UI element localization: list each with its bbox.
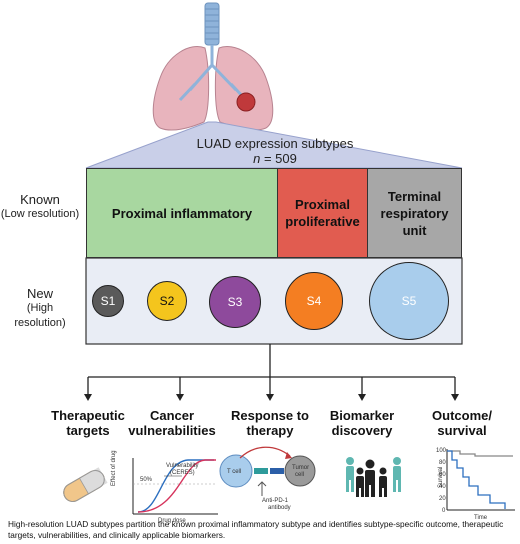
outcome-response-line2: therapy <box>246 423 294 438</box>
arrowhead-therapeutic <box>84 394 92 401</box>
left-lung-icon <box>152 46 210 131</box>
subtype-tru-line1: Terminal <box>387 188 442 204</box>
tumor-label-2: cell <box>295 472 304 478</box>
subtype-proximal-inflammatory-label: Proximal inflammatory <box>111 205 253 221</box>
known-label: Known <box>20 192 60 207</box>
subtype-tru-line2: respiratory <box>380 205 449 221</box>
lung-illustration <box>152 2 274 131</box>
dose-xlabel: Drug dose <box>158 518 186 524</box>
outcome-cancer-vulnerabilities: Cancer vulnerabilities <box>124 408 220 438</box>
subtype-s5-circle: S5 <box>369 262 449 340</box>
subtype-tru-line3: unit <box>402 222 427 238</box>
subtypes-title-line: LUAD expression subtypes <box>196 136 354 151</box>
subtype-proximal-proliferative-line1: Proximal <box>295 197 350 212</box>
subtypes-count: n = 509 <box>150 151 400 166</box>
subtype-s3-circle: S3 <box>209 276 261 328</box>
outcome-response-line1: Response to <box>230 408 309 423</box>
outcome-survival: Outcome/ survival <box>414 408 510 438</box>
outcome-survival-line2: survival <box>437 423 487 438</box>
outcome-biomarker-line2: discovery <box>331 423 393 438</box>
tumor-icon <box>236 92 256 112</box>
arrowhead-response <box>266 394 274 401</box>
n-symbol: n <box>253 151 261 166</box>
subtype-s3-label: S3 <box>227 295 243 309</box>
subtype-s1-circle: S1 <box>92 285 124 317</box>
known-sublabel: (Low resolution) <box>0 208 80 220</box>
outcome-cancer-line1: Cancer <box>149 408 195 423</box>
arrowhead-cancer <box>176 394 184 401</box>
dose-tick: 50% <box>140 477 153 483</box>
subtype-s2-circle: S2 <box>147 281 187 321</box>
subtype-s2-label: S2 <box>159 294 175 308</box>
survival-tick-80: 80 <box>439 460 446 466</box>
outcome-therapeutic-line2: targets <box>66 423 110 438</box>
subtype-terminal-respiratory-unit: Terminal respiratory unit <box>368 168 462 258</box>
survival-tick-40: 40 <box>439 484 446 490</box>
outcome-arrows <box>87 344 456 395</box>
outcome-therapeutic-line1: Therapeutic <box>51 408 125 423</box>
subtypes-title: LUAD expression subtypes n = 509 <box>150 136 400 166</box>
antibody-label-2: antibody <box>268 505 291 511</box>
arrowhead-outcome <box>451 394 459 401</box>
subtype-s4-label: S4 <box>306 294 322 308</box>
subtype-s5-label: S5 <box>401 294 417 308</box>
survival-xlabel: Time <box>474 515 488 521</box>
subtype-proximal-inflammatory: Proximal inflammatory <box>86 168 278 258</box>
outcome-survival-line1: Outcome/ <box>432 408 492 423</box>
new-label: New <box>26 286 53 301</box>
outcome-cancer-line2: vulnerabilities <box>128 423 216 438</box>
subtype-s1-label: S1 <box>100 294 116 308</box>
dose-annotation-1: Vulnerability <box>166 463 198 469</box>
survival-chart: 100 80 60 40 20 0 Survival Time <box>436 448 515 521</box>
arrowhead-biomarker <box>358 394 366 401</box>
right-lung-icon <box>214 46 274 131</box>
dose-annotation-2: (CERES) <box>170 470 195 476</box>
n-value: = 509 <box>263 151 297 166</box>
survival-tick-100: 100 <box>436 448 447 454</box>
new-sublabel: (High resolution) <box>14 302 66 329</box>
subtype-proximal-proliferative: Proximal proliferative <box>278 168 368 258</box>
pill-icon <box>63 467 108 502</box>
tcell-label: T cell <box>227 469 241 475</box>
dose-response-chart: Effect of drug Drug dose 50% Vulnerabili… <box>111 450 218 524</box>
outcome-therapeutic-targets: Therapeutic targets <box>40 408 136 438</box>
subtype-projection <box>85 121 463 169</box>
survival-tick-20: 20 <box>439 496 446 502</box>
known-row-label: Known (Low resolution) <box>0 192 80 222</box>
outcome-biomarker-discovery: Biomarker discovery <box>314 408 410 438</box>
subtype-proximal-proliferative-line2: proliferative <box>285 214 360 229</box>
antibody-label-1: Anti-PD-1 <box>262 498 289 504</box>
figure-caption: High-resolution LUAD subtypes partition … <box>8 519 504 540</box>
survival-tick-60: 60 <box>439 472 446 478</box>
immunotherapy-icon: T cell Tumor cell Anti-PD-1 antibody <box>219 446 316 511</box>
people-icon <box>346 457 401 497</box>
survival-ylabel: Survival <box>438 467 444 488</box>
outcome-biomarker-line1: Biomarker <box>329 408 395 423</box>
new-row-label: New (High resolution) <box>0 286 80 331</box>
dose-ylabel: Effect of drug <box>111 450 117 486</box>
outcome-response-to-therapy: Response to therapy <box>222 408 318 438</box>
tumor-label-1: Tumor <box>292 465 309 471</box>
survival-tick-0: 0 <box>442 508 446 514</box>
subtype-s4-circle: S4 <box>285 272 343 330</box>
